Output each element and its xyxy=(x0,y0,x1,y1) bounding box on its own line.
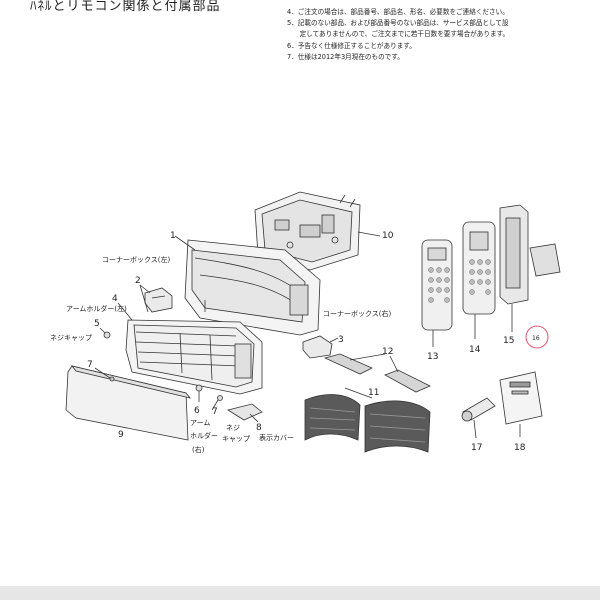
callout-7b: 7 xyxy=(212,407,218,417)
label-screw-cap-left: ネジキャップ xyxy=(50,334,92,342)
footer-bar xyxy=(0,586,600,600)
callout-17: 17 xyxy=(471,443,482,453)
part-11-filters xyxy=(304,394,431,453)
label-arm-holder-left: アームホルダー(左) xyxy=(66,304,127,313)
note-item: 4．ご注文の場合は、部品番号、部品名、形名、必要数をご連絡ください。 xyxy=(287,8,509,16)
callout-3: 3 xyxy=(338,335,344,345)
part-16-plate xyxy=(529,243,561,277)
part-4-front-frame xyxy=(125,319,263,395)
callout-18: 18 xyxy=(514,443,526,453)
label-screw-cap-right-2: キャップ xyxy=(222,435,250,443)
label-corner-box-right: コーナーボックス(右) xyxy=(323,309,392,318)
callout-14: 14 xyxy=(469,345,481,355)
part-12-vanes xyxy=(323,353,431,393)
callout-9: 9 xyxy=(118,430,124,440)
part-3-corner-box-right xyxy=(302,335,333,359)
part-8-display-cover xyxy=(226,403,263,421)
note-item: 6．予告なく仕様修正することがあります。 xyxy=(287,41,416,50)
callout-10: 10 xyxy=(382,231,394,241)
part-6-arm-holder-right xyxy=(195,384,203,392)
highlight-circle xyxy=(525,325,549,349)
label-arm-holder-right-1: アーム xyxy=(190,419,210,427)
part-14-remote-back xyxy=(462,221,496,315)
callout-12: 12 xyxy=(382,347,393,357)
part-1-chassis xyxy=(184,239,321,336)
label-display-cover: 表示カバー xyxy=(259,433,294,442)
part-15-remote-holder xyxy=(499,204,529,305)
callout-5: 5 xyxy=(94,319,100,329)
page-title: ﾊﾈﾙとリモコン関係と付属部品 xyxy=(30,0,221,14)
callout-11: 11 xyxy=(368,388,379,398)
label-arm-holder-right-2: ホルダー xyxy=(190,431,218,440)
callout-13: 13 xyxy=(427,352,438,362)
part-9-front-panel xyxy=(65,365,192,441)
part-13-remote xyxy=(421,239,453,331)
part-18-manual xyxy=(499,371,543,425)
label-corner-box-left: コーナーボックス(左) xyxy=(102,255,171,264)
callout-8: 8 xyxy=(256,423,262,433)
note-item: 5．記載のない部品、および部品番号のない部品は、サービス部品として設 xyxy=(287,19,509,28)
note-item: 定してありませんので、ご注文までに若干日数を要す場合があります。 xyxy=(293,30,510,39)
callout-4: 4 xyxy=(112,294,118,304)
callout-6: 6 xyxy=(194,406,200,416)
part-17-battery xyxy=(461,397,496,422)
callout-2: 2 xyxy=(135,276,141,286)
note-item: 7．仕様は2012年3月現在のものです。 xyxy=(287,52,404,61)
callout-16: 16 xyxy=(532,335,540,342)
part-7-screw-cap-right xyxy=(217,395,223,401)
label-arm-holder-right-3: (右) xyxy=(192,445,205,454)
notes-list: 4．ご注文の場合は、部品番号、部品名、形名、必要数をご連絡ください。 5．記載の… xyxy=(287,7,592,63)
callout-1: 1 xyxy=(170,231,176,241)
callout-7a: 7 xyxy=(87,360,93,370)
label-screw-cap-right-1: ネジ xyxy=(226,424,240,432)
part-2-corner-box-left xyxy=(144,287,173,313)
part-5-screw-cap xyxy=(103,331,111,339)
callout-15: 15 xyxy=(503,336,514,346)
